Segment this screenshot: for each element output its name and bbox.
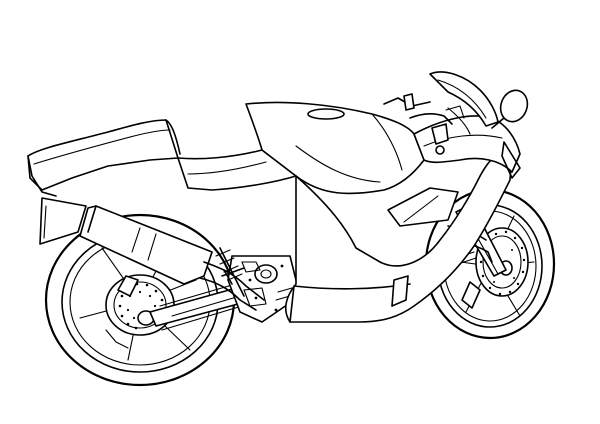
engine [215,247,301,323]
rear-caliper [117,275,139,297]
rear-caliper-line [105,329,129,349]
engine-cover-inner [260,269,272,279]
rear-disc-inner [113,281,167,329]
engine-bolts [248,264,284,312]
engine-part-1 [241,261,261,273]
exhaust-band-2 [147,233,157,261]
clip-on-left [403,93,415,111]
rear-hugger [39,197,87,245]
rear-shock-spring [215,249,243,281]
handlebar-right [409,113,453,125]
exhaust-tip-edge [87,205,97,233]
belly-pan-vent [391,275,409,307]
rear-hugger-line [43,205,47,239]
tank-front-edge [371,113,403,171]
fairing-vent-line [403,195,439,223]
exhaust [39,197,265,311]
rear-shock [219,247,245,297]
upper-fairing [413,71,529,179]
engine-cover [254,264,278,284]
tank-crease [295,145,381,183]
fuel-cap [307,108,345,120]
windscreen [429,71,499,127]
exhaust-pipe [203,261,265,301]
tail-section [27,119,297,197]
nose-line [423,134,503,147]
mirror [499,89,529,123]
mirror-stem [491,117,505,129]
front-caliper [461,281,481,309]
tail-light-edge [27,155,57,197]
windscreen-edge [437,79,487,119]
seat-hump-edge [165,119,181,155]
foot-peg [221,267,245,285]
swingarm-detail [171,295,241,317]
tail-cowl [27,119,179,191]
tail-cowl-line [33,129,171,165]
tank-body [245,101,425,195]
seat-line [187,161,267,175]
exhaust-pipe-lower [199,277,257,311]
exhaust-band-1 [131,227,141,253]
dash-line [447,107,471,135]
headlight [501,141,521,179]
fuel-tank [245,101,425,195]
brake-reservoir [431,123,449,145]
handlebars [383,93,465,155]
engine-part-2 [243,287,267,307]
brake-lever [445,105,465,119]
front-disc-inner [482,235,522,289]
bar-end [435,145,445,155]
